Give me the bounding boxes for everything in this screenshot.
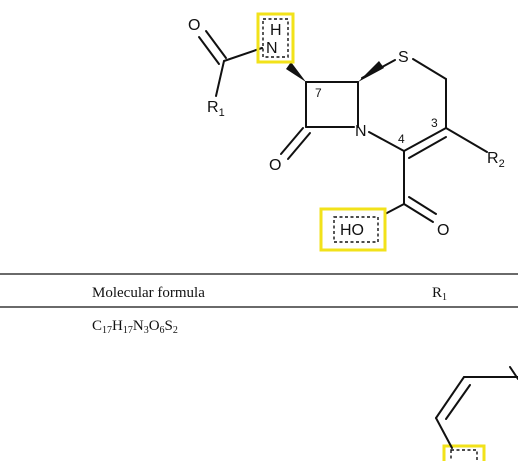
formula-c-sub: 17 [102,325,112,336]
highlight-ho [319,207,387,252]
formula-h-sub: 17 [123,325,133,336]
atom-h-amide: H [270,22,282,39]
wedge-bond-n [286,62,306,82]
formula-cell: C17H17N3O6S2 [92,318,178,336]
header-molecular-formula: Molecular formula [92,285,205,301]
formula-n: N [133,318,144,334]
formula-h: H [112,318,123,334]
position-4: 4 [398,132,405,146]
atom-o-amide: O [188,17,200,34]
partial-r1-structure [435,366,518,449]
r2-subscript: 2 [499,158,505,170]
atom-s: S [398,49,409,66]
header-r-subscript: 1 [442,292,447,303]
atom-n-ring: N [355,123,367,140]
r1-subscript: 1 [219,107,225,119]
r2-letter: R [487,150,499,167]
formula-c: C [92,318,102,334]
header-r-letter: R [432,285,442,301]
atom-ho: HO [340,222,364,239]
wedge-bond-h6 [358,61,384,82]
header-r1: R1 [432,285,447,303]
structure-bonds [198,30,488,223]
atom-n-amide: N [266,40,278,57]
formula-n-sub: 3 [144,325,149,336]
highlight-bottom-right [442,444,486,461]
dashed-boxes [262,18,478,461]
highlight-nh [256,12,295,64]
formula-s-sub: 2 [173,325,178,336]
atom-o-lactam: O [269,157,281,174]
position-3: 3 [431,116,438,130]
position-7: 7 [315,86,322,100]
r1-letter: R [207,99,219,116]
atom-r2: R2 [487,150,505,170]
formula-o: O [149,318,160,334]
atom-o-acid: O [437,222,449,239]
formula-s: S [165,318,173,334]
formula-o-sub: 6 [160,325,165,336]
atom-r1: R1 [207,99,225,119]
highlight-boxes [256,12,486,461]
